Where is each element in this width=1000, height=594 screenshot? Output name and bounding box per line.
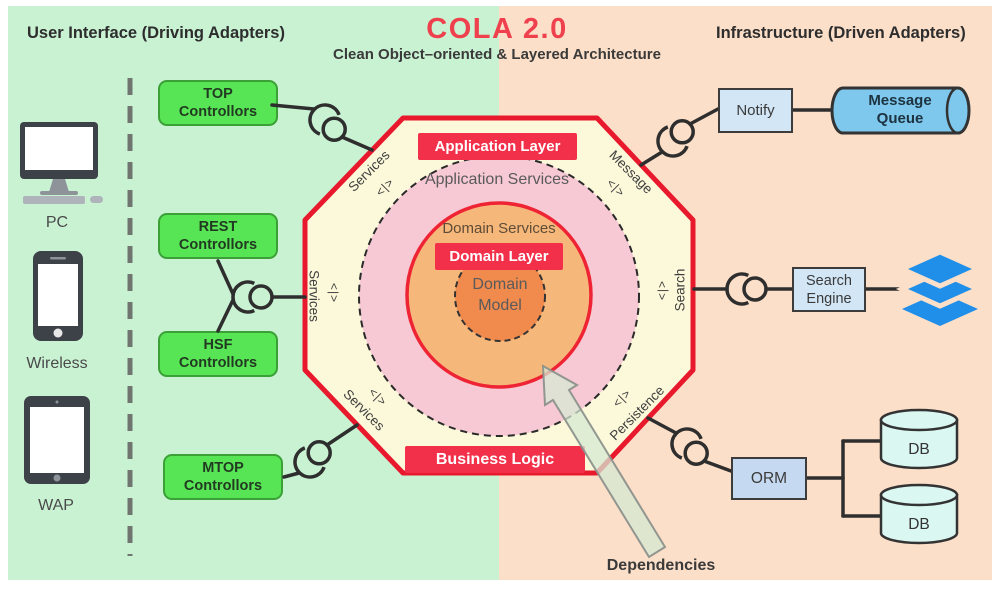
- dependencies-label: Dependencies: [606, 557, 716, 574]
- mtop-controllers-line2: Controllors: [183, 478, 263, 494]
- edge-label-search: Search: [672, 268, 688, 312]
- mtop-controllers-line1: MTOP: [202, 460, 244, 476]
- header-user-interface: User Interface (Driving Adapters): [27, 24, 285, 42]
- search-engine-box: Search Engine: [792, 267, 866, 312]
- edge-label-services-left: Services: [306, 270, 322, 322]
- rest-controllers-line2: Controllors: [178, 237, 258, 253]
- device-label-wireless: Wireless: [26, 355, 88, 372]
- mtop-controllers-box: MTOP Controllors: [163, 454, 283, 500]
- rest-controllers-line1: REST: [198, 219, 238, 235]
- socket-ball-connectors: [231, 103, 768, 479]
- wap-tablet-icon: [24, 396, 90, 484]
- page-title: COLA 2.0: [426, 13, 568, 45]
- socket-connector-orm-icon: [670, 427, 709, 466]
- message-queue-line2: Queue: [876, 110, 924, 127]
- device-label-wap: WAP: [38, 497, 74, 514]
- business-logic-banner: Business Logic: [405, 446, 585, 473]
- domain-layer-banner: Domain Layer: [435, 243, 563, 270]
- search-engine-line2: Engine: [806, 290, 852, 307]
- orm-box: ORM: [731, 457, 807, 500]
- application-layer-banner: Application Layer: [418, 133, 577, 160]
- search-layers-icon: [895, 249, 985, 326]
- db1-label: DB: [908, 441, 930, 458]
- top-controllers-line1: TOP: [203, 86, 233, 102]
- socket-connector-top-icon: [308, 103, 347, 142]
- socket-connector-search-icon: [725, 272, 768, 306]
- page-subtitle: Clean Object–oriented & Layered Architec…: [333, 46, 661, 63]
- db2-label: DB: [908, 516, 930, 533]
- socket-connector-mtop-icon: [293, 440, 332, 479]
- port-glyph-left: <|>: [327, 282, 341, 304]
- domain-model-line1: Domain: [472, 276, 528, 293]
- message-queue-cylinder: [830, 86, 971, 135]
- wireless-phone-icon: [33, 251, 83, 341]
- hsf-controllers-line2: Controllors: [178, 355, 258, 371]
- device-label-pc: PC: [45, 214, 69, 231]
- pc-icon: [20, 122, 103, 204]
- domain-model-label: Domain Model: [440, 274, 560, 316]
- message-queue-line1: Message: [868, 92, 932, 109]
- db-cylinder-2: [879, 483, 959, 545]
- socket-connector-rest-hsf-icon: [231, 280, 274, 314]
- message-queue-label: Message Queue: [840, 92, 960, 128]
- rest-controllers-box: REST Controllors: [158, 213, 278, 259]
- top-controllers-line2: Controllors: [178, 104, 258, 120]
- notify-box: Notify: [718, 88, 793, 133]
- application-services-label: Application Services: [424, 171, 570, 188]
- header-infrastructure: Infrastructure (Driven Adapters): [716, 24, 966, 42]
- hsf-controllers-line1: HSF: [203, 337, 233, 353]
- search-engine-line1: Search: [806, 272, 852, 289]
- socket-connector-notify-icon: [656, 119, 695, 158]
- db-cylinder-1: [879, 408, 959, 470]
- top-controllers-box: TOP Controllors: [158, 80, 278, 126]
- port-glyph-right: <|>: [655, 279, 669, 301]
- domain-model-line2: Model: [478, 297, 522, 314]
- domain-services-label: Domain Services: [442, 220, 556, 237]
